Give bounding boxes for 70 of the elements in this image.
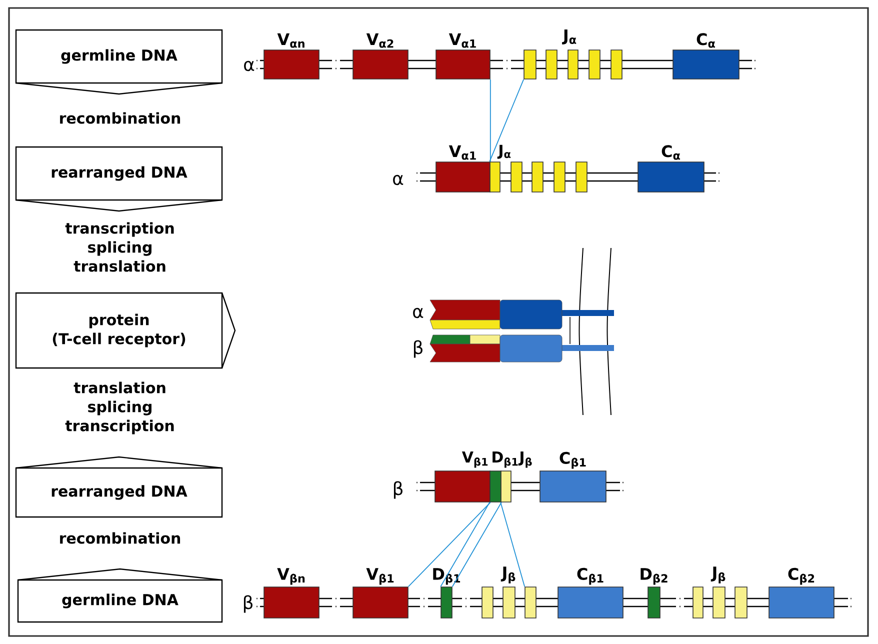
gene-segment [482,586,494,618]
gene-segment [554,162,566,192]
process-label: recombination [60,112,180,124]
chain-symbol: β [414,340,422,358]
chain-symbol: α [244,60,254,72]
gene-segment: V$_{α1}$ [436,145,490,192]
node-label: V$_{α1}$ [448,145,476,160]
gene-segment: C$_{β1}$ [558,568,624,618]
gene-segment [532,162,544,192]
chain-symbol: α [413,308,424,318]
chain-symbol: β [394,481,402,499]
gene-segment: J$_{α}$ [490,144,511,192]
gene-segment [524,50,536,80]
chain-symbol: α [393,174,404,186]
node-label: C$_{α}$ [662,145,680,160]
node-label: V$_{β1}$ [462,452,488,468]
node-label: V$_{αn}$ [277,33,304,48]
gene-segment: C$_{α}$ [638,145,704,192]
connector-line [489,78,524,162]
connector-line [440,502,490,588]
gene-segment [734,586,748,618]
connector-line [490,78,491,162]
stage-box: rearranged DNA [15,456,223,518]
gene-segment: C$_{α}$ [672,33,740,80]
gene-segment: V$_{βn}$ [264,568,320,618]
segment-label: J$_{α}$ [562,30,576,44]
stage-box: germline DNA [17,568,223,623]
node-label: D$_{β2}$ [640,568,668,585]
segment-label: J$_{β}$ [710,566,726,584]
gene-segment [546,50,558,80]
node-label: C$_{α}$ [696,33,716,48]
node-label: J$_{β}$ [518,452,532,468]
segment-label: J$_{β}$ [500,566,516,584]
node-label: V$_{α1}$ [448,33,476,48]
stage-box: protein (T-cell receptor) [15,292,236,369]
gene-segment [510,162,522,192]
connector-line [452,502,502,588]
gene-segment [576,162,588,192]
chain-symbol: β [244,595,252,613]
gene-segment: V$_{αn}$ [264,33,320,80]
gene-segment: V$_{β1}$ [434,452,490,502]
gene-segment: V$_{β1}$ [352,568,408,618]
gene-segment [502,586,516,618]
node-label: C$_{β2}$ [788,568,814,585]
node-label: J$_{α}$ [497,144,511,159]
gene-segment: D$_{β1}$ [490,452,518,502]
stage-box: germline DNA [15,29,223,95]
gene-segment [568,50,578,80]
gene-segment [524,586,536,618]
process-label: recombination [60,532,180,544]
gene-segment: V$_{α2}$ [352,33,408,80]
gene-segment [610,50,622,80]
process-label: transcription splicing translation [65,222,174,272]
gene-segment [588,50,600,80]
gene-segment [692,586,704,618]
node-label: V$_{βn}$ [277,568,305,585]
node-label: V$_{β1}$ [366,568,394,585]
node-label: D$_{β1}$ [492,452,518,468]
node-label: C$_{β1}$ [560,452,586,469]
node-label: C$_{β1}$ [577,568,604,585]
node-label: V$_{α2}$ [366,33,394,48]
gene-segment [712,586,726,618]
process-label: translation splicing transcription [65,382,174,434]
gene-segment: C$_{β1}$ [540,452,606,502]
gene-segment: V$_{α1}$ [436,33,490,80]
connector-line [500,502,526,588]
gene-segment: D$_{β2}$ [640,568,668,618]
stage-box: rearranged DNA [15,146,223,212]
connector-line [408,502,491,588]
gene-segment: C$_{β2}$ [768,568,834,618]
